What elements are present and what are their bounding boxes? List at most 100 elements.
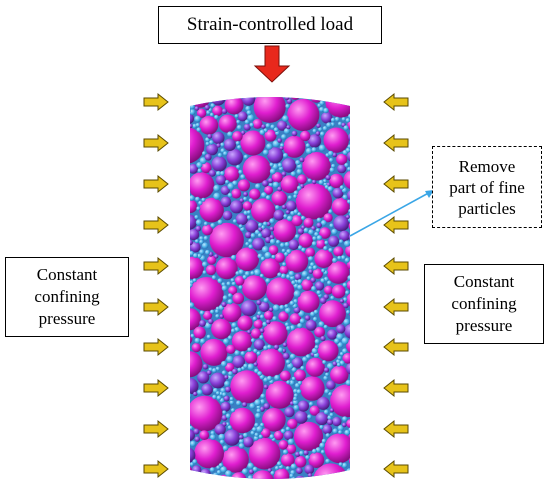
fine-particle bbox=[194, 239, 199, 244]
fine-particle bbox=[280, 273, 287, 279]
coarse-particle bbox=[327, 261, 350, 284]
fine-particle bbox=[269, 434, 275, 439]
coarse-particle bbox=[202, 224, 213, 236]
fine-particle bbox=[263, 384, 269, 390]
fine-particle bbox=[223, 338, 230, 345]
coarse-particle bbox=[237, 111, 248, 122]
fine-particle bbox=[321, 268, 326, 273]
fine-particle bbox=[259, 314, 265, 319]
fine-particle bbox=[222, 422, 227, 427]
coarse-particle bbox=[220, 196, 232, 208]
fine-particle bbox=[230, 278, 235, 283]
fine-particle bbox=[238, 443, 245, 449]
fine-particle bbox=[283, 214, 288, 219]
fine-particle bbox=[297, 279, 303, 284]
coarse-particle bbox=[273, 430, 284, 441]
coarse-particle bbox=[225, 362, 235, 373]
fine-particle bbox=[348, 427, 350, 432]
fine-particle bbox=[346, 310, 350, 315]
coarse-particle bbox=[314, 281, 325, 291]
coarse-particle bbox=[336, 153, 348, 165]
coarse-particle bbox=[241, 275, 267, 301]
fine-particle bbox=[266, 221, 271, 227]
coarse-particle bbox=[319, 227, 331, 239]
fine-particle bbox=[306, 97, 311, 99]
fine-particle bbox=[213, 477, 218, 479]
fine-particle bbox=[184, 175, 190, 181]
fine-particle bbox=[265, 319, 271, 325]
coarse-particle bbox=[190, 308, 201, 331]
coarse-particle bbox=[266, 277, 295, 306]
fine-particle bbox=[247, 114, 255, 122]
fine-particle bbox=[348, 113, 350, 119]
coarse-particle bbox=[308, 134, 322, 148]
fine-particle bbox=[245, 241, 250, 247]
fine-particle bbox=[297, 185, 302, 191]
fine-particle bbox=[221, 360, 227, 367]
fine-particle bbox=[194, 215, 199, 220]
fine-particle bbox=[296, 389, 302, 394]
fine-particle bbox=[345, 118, 350, 123]
fine-particle bbox=[276, 482, 281, 487]
fine-particle bbox=[337, 255, 342, 260]
fine-particle bbox=[274, 465, 280, 471]
coarse-particle bbox=[305, 319, 317, 331]
fine-particle bbox=[193, 253, 198, 259]
fine-particle bbox=[185, 93, 190, 98]
fine-particle bbox=[208, 169, 216, 177]
coarse-particle bbox=[321, 112, 333, 124]
coarse-particle bbox=[190, 199, 198, 214]
coarse-particle bbox=[190, 241, 201, 253]
fine-particle bbox=[190, 397, 191, 404]
fine-particle bbox=[343, 318, 350, 326]
fine-particle bbox=[293, 388, 298, 394]
fine-particle bbox=[213, 192, 221, 200]
fine-particle bbox=[212, 394, 217, 400]
coarse-particle bbox=[330, 365, 349, 384]
fine-particle bbox=[325, 458, 331, 464]
fine-particle bbox=[323, 107, 329, 114]
fine-particle bbox=[243, 123, 251, 131]
fine-particle bbox=[278, 347, 284, 353]
left-confining-pressure-box: Constant confining pressure bbox=[5, 257, 129, 337]
fine-particle bbox=[328, 209, 333, 214]
fine-particle bbox=[248, 244, 253, 249]
coarse-particle bbox=[260, 258, 281, 279]
fine-particle bbox=[338, 430, 343, 435]
coarse-particle bbox=[190, 378, 199, 395]
fine-particle bbox=[334, 116, 340, 122]
right-arrow-icon bbox=[383, 297, 409, 317]
fine-particle bbox=[231, 281, 236, 286]
fine-particle bbox=[210, 430, 215, 436]
fine-particle bbox=[209, 112, 214, 117]
fine-particle bbox=[239, 198, 244, 203]
fine-particle bbox=[213, 184, 221, 192]
coarse-particle bbox=[315, 412, 329, 426]
coarse-particle bbox=[312, 268, 323, 279]
coarse-particle bbox=[325, 97, 350, 118]
fine-particle bbox=[289, 275, 295, 281]
coarse-particle bbox=[298, 233, 313, 248]
fine-particle bbox=[250, 233, 256, 239]
fine-particle bbox=[210, 434, 216, 441]
fine-particle bbox=[227, 92, 231, 96]
fine-particle bbox=[280, 242, 285, 248]
fine-particle bbox=[243, 191, 249, 197]
left-arrow-icon bbox=[143, 419, 169, 439]
fine-particle bbox=[225, 470, 232, 477]
fine-particle bbox=[286, 380, 291, 385]
fine-particle bbox=[260, 422, 265, 427]
fine-particle bbox=[312, 179, 317, 185]
fine-particle bbox=[215, 314, 220, 319]
fine-particle bbox=[292, 399, 299, 406]
coarse-particle bbox=[277, 120, 288, 131]
coarse-particle bbox=[294, 456, 307, 468]
fine-particle bbox=[199, 479, 204, 484]
fine-particle bbox=[225, 413, 231, 419]
coarse-particle bbox=[331, 284, 346, 299]
fine-particle bbox=[185, 236, 190, 241]
coarse-particle bbox=[264, 129, 277, 142]
fine-particle bbox=[246, 110, 252, 116]
coarse-particle bbox=[190, 164, 199, 174]
fine-particle bbox=[301, 225, 306, 230]
